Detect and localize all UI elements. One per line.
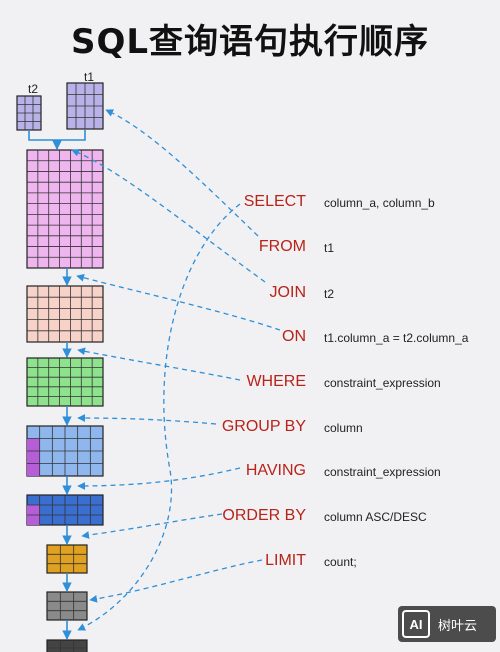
clause-from-keyword: FROM xyxy=(258,238,306,255)
clause-having-argument: constraint_expression xyxy=(324,465,441,479)
link-group-by xyxy=(77,414,217,425)
link-order-by xyxy=(81,513,223,539)
table-group-by xyxy=(26,425,104,477)
link-on xyxy=(76,273,281,331)
clause-join-keyword: JOIN xyxy=(269,284,306,301)
clause-on-keyword: ON xyxy=(282,328,306,345)
watermark: AI 树叶云 xyxy=(398,606,496,642)
table-select xyxy=(46,591,88,621)
clause-limit-argument: count; xyxy=(324,555,357,569)
join-bracket xyxy=(28,130,86,141)
watermark-text: 树叶云 xyxy=(438,618,478,634)
table-t1 xyxy=(66,82,104,130)
clause-having-keyword: HAVING xyxy=(245,462,306,479)
clause-where-keyword: WHERE xyxy=(246,373,306,390)
t1-label: t1 xyxy=(84,70,95,84)
clause-join-argument: t2 xyxy=(324,287,335,301)
table-limit xyxy=(46,544,88,574)
clause-group-by-keyword: GROUP BY xyxy=(221,418,306,435)
clause-from-argument: t1 xyxy=(324,241,335,255)
clause-order-by-argument: column ASC/DESC xyxy=(324,510,427,524)
table-final xyxy=(46,639,88,652)
clause-select-argument: column_a, column_b xyxy=(324,196,435,210)
clause-on-argument: t1.column_a = t2.column_a xyxy=(324,331,469,345)
table-t2 xyxy=(16,95,42,131)
clause-where-argument: constraint_expression xyxy=(324,376,441,390)
watermark-ai-badge: AI xyxy=(402,610,430,638)
page-title: SQL查询语句执行顺序 xyxy=(70,22,430,62)
clause-limit-keyword: LIMIT xyxy=(265,552,306,569)
clause-select-keyword: SELECT xyxy=(243,193,306,210)
clause-order-by-keyword: ORDER BY xyxy=(222,507,306,524)
link-join xyxy=(71,149,266,283)
table-on-filtered xyxy=(26,285,104,343)
table-having xyxy=(26,494,104,526)
link-limit xyxy=(89,559,263,603)
link-from xyxy=(105,109,259,237)
t2-label: t2 xyxy=(28,82,39,96)
table-joined xyxy=(26,149,104,269)
table-where xyxy=(26,357,104,407)
clause-group-by-argument: column xyxy=(324,421,363,435)
